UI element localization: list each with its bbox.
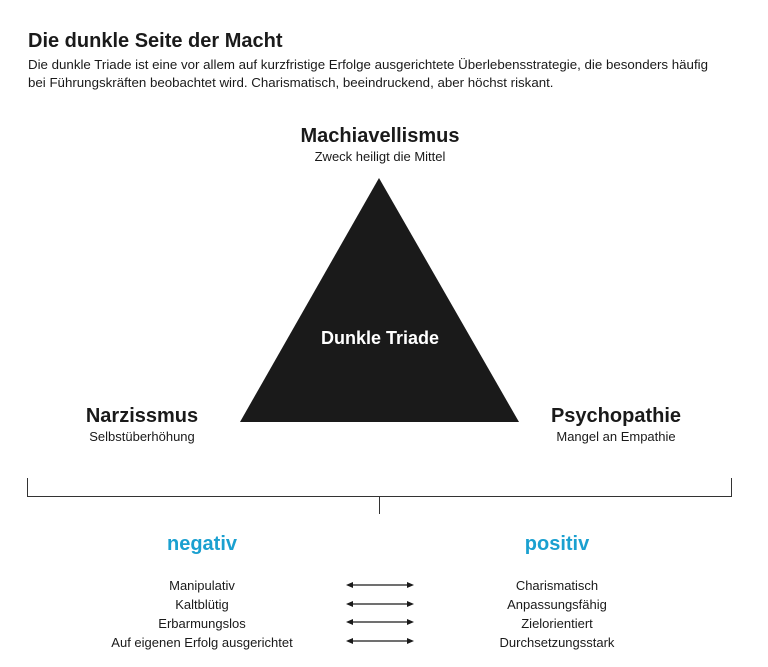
- negative-trait: Manipulativ: [169, 578, 235, 593]
- node-name: Machiavellismus: [300, 125, 460, 147]
- negative-traits-list: Manipulativ Kaltblütig Erbarmungslos Auf…: [72, 576, 332, 652]
- node-name: Psychopathie: [550, 405, 682, 427]
- page-title: Die dunkle Seite der Macht: [28, 30, 283, 52]
- node-description: Zweck heiligt die Mittel: [314, 149, 446, 164]
- bracket: [27, 478, 732, 514]
- node-description: Mangel an Empathie: [556, 429, 676, 444]
- positive-trait: Charismatisch: [515, 578, 599, 593]
- positive-trait: Anpassungsfähig: [507, 597, 607, 612]
- negative-heading: negativ: [166, 533, 238, 555]
- triangle-center-label: Dunkle Triade: [320, 328, 440, 348]
- positive-trait: Durchsetzungsstark: [499, 635, 615, 650]
- positive-traits-list: Charismatisch Anpassungsfähig Zielorient…: [427, 576, 687, 652]
- negative-trait: Auf eigenen Erfolg ausgerichtet: [111, 635, 293, 650]
- double-arrow-icon: [346, 582, 414, 588]
- node-narzissmus: Narzissmus Selbstüberhöhung: [42, 404, 242, 445]
- node-machiavellismus: Machiavellismus Zweck heiligt die Mittel: [280, 124, 480, 165]
- node-name: Narzissmus: [85, 405, 199, 427]
- double-arrow-icon: [346, 601, 414, 607]
- double-arrow-icon: [346, 619, 414, 625]
- node-description: Selbstüberhöhung: [89, 429, 195, 444]
- intro-text: Die dunkle Triade ist eine vor allem auf…: [28, 57, 708, 90]
- positive-trait: Zielorientiert: [521, 616, 593, 631]
- dark-triad-triangle: [240, 178, 519, 422]
- negative-trait: Kaltblütig: [175, 597, 229, 612]
- double-arrow-icon: [346, 638, 414, 644]
- negative-trait: Erbarmungslos: [158, 616, 246, 631]
- positive-heading: positiv: [524, 533, 590, 555]
- node-psychopathie: Psychopathie Mangel an Empathie: [516, 404, 716, 445]
